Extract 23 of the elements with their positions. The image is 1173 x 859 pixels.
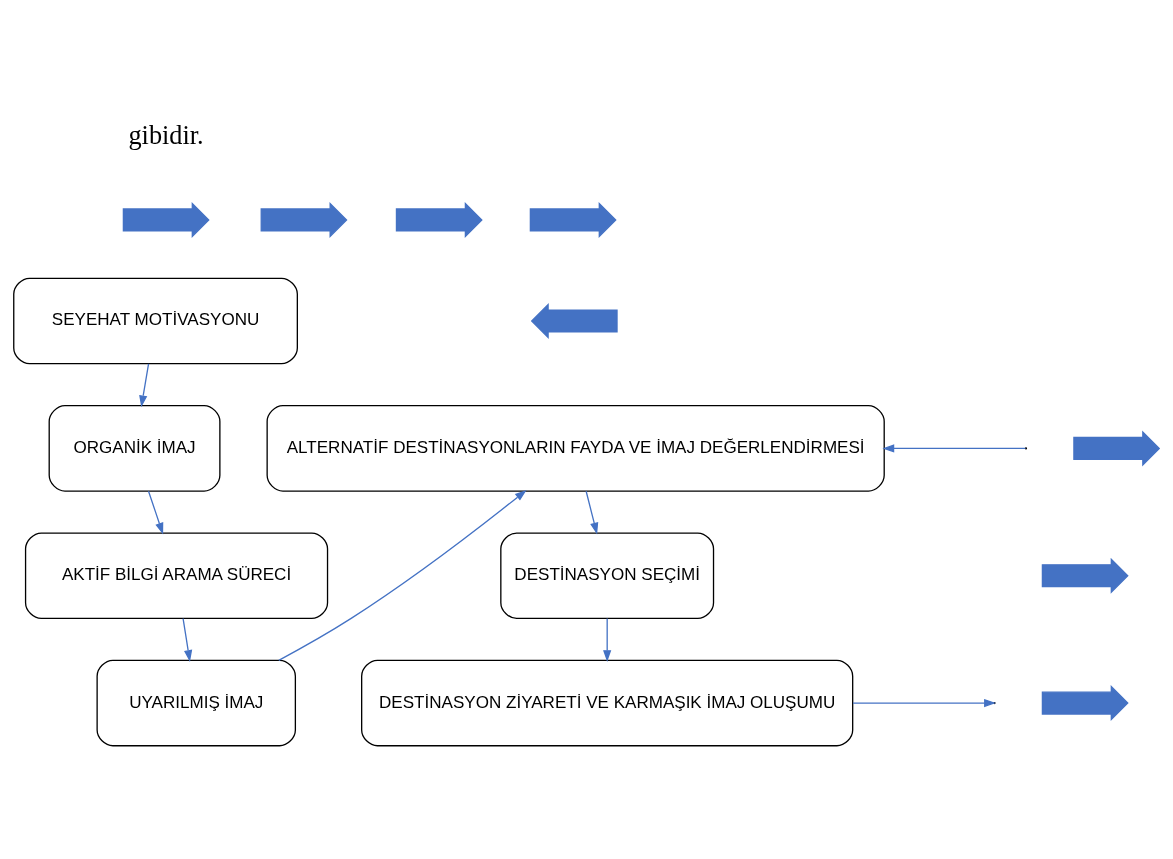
node-arrow (1073, 429, 1161, 466)
arrow (278, 489, 527, 661)
label: gibidir. (128, 120, 204, 150)
arrow (139, 362, 150, 407)
node-box: UYARILMIŞ İMAJ (96, 659, 297, 746)
node-box: ALTERNATİF DESTİNASYONLARIN FAYDA VE İMAJ DEĞERLENDİRMESİ (266, 404, 885, 492)
node-box: DESTİNASYON ZİYARETİ VE KARMAŞIK İMAJ OLUŞUMU (361, 659, 854, 746)
node-arrow (1041, 557, 1129, 594)
node-arrow (122, 201, 210, 238)
node-box: DESTİNASYON SEÇİMİ (500, 531, 715, 619)
arrow (603, 617, 612, 662)
node-box: SEYEHAT MOTİVASYONU (13, 277, 298, 364)
node-box: ORGANİK İMAJ (48, 404, 221, 492)
node-arrow (395, 201, 483, 238)
arrow (585, 490, 599, 535)
arrow (182, 617, 193, 662)
arrow (147, 490, 164, 534)
node-box: AKTİF BİLGİ ARAMA SÜRECİ (24, 531, 329, 619)
node-arrow (260, 201, 348, 238)
node-arrow (1041, 684, 1129, 721)
node-arrow (530, 302, 618, 339)
arrow (882, 443, 1027, 453)
node-arrow (529, 201, 617, 238)
